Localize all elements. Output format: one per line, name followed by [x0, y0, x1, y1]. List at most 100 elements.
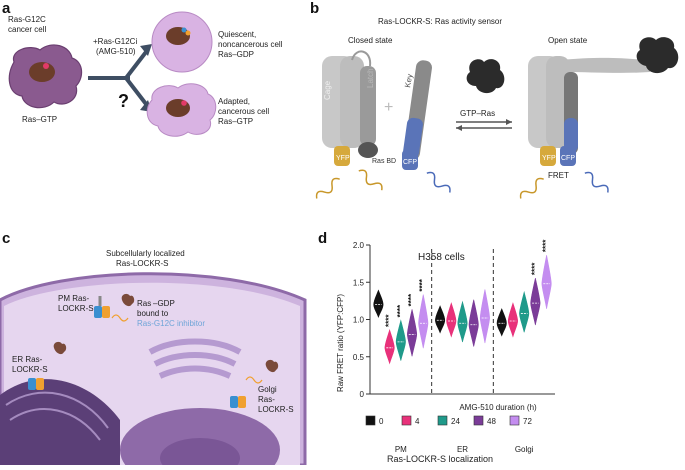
adapted-label-1: Adapted, — [218, 97, 250, 106]
plus-sign: + — [384, 99, 393, 116]
legend-swatch-48h — [473, 415, 484, 426]
significance-stars: **** — [418, 278, 427, 291]
pm-label-1: PM Ras- — [58, 294, 89, 303]
key-helix-cfp-end — [403, 117, 423, 159]
er-sensor-cfp — [28, 378, 36, 390]
y-axis-label: Raw FRET ratio (YFP:CFP) — [336, 294, 345, 392]
golgi-sensor-yfp — [238, 396, 246, 408]
golgi-stack-1 — [148, 338, 242, 355]
violin-er-72h — [479, 289, 490, 344]
legend-swatch-4h — [401, 415, 412, 426]
panel-d-letter: d — [318, 230, 327, 247]
panel-c-letter: c — [2, 230, 10, 247]
golgi-stack-3 — [158, 365, 232, 379]
violin-er-4h — [446, 302, 457, 338]
closed-state-label: Closed state — [348, 36, 393, 45]
panel-b: b Ras-LOCKR-S: Ras activity sensor Close… — [310, 0, 679, 199]
open-key-cfp-end — [564, 118, 578, 152]
chart-legend: 0 4 24 48 72 — [365, 415, 532, 426]
treatment-label-1: +Ras-G12Ci — [93, 37, 137, 46]
cancer-cell-label-2: cancer cell — [8, 25, 46, 34]
violin-er-48h — [468, 299, 479, 347]
yfp-excitation-wave-icon — [315, 177, 340, 199]
significance-stars: **** — [385, 314, 394, 327]
arrow-head-up-icon — [140, 44, 152, 56]
panel-d: d Raw FRET ratio (YFP:CFP) H358 cells 00… — [318, 230, 555, 464]
violin-golgi-24h — [519, 290, 530, 333]
significance-stars: **** — [407, 293, 416, 306]
violin-golgi-0h — [496, 308, 507, 337]
pm-emission-wave-icon — [111, 314, 129, 322]
ras-gdp-icon — [121, 293, 135, 307]
legend-swatch-24h — [437, 415, 448, 426]
golgi-ras-icon — [265, 359, 279, 373]
yfp-barrel-open — [540, 146, 556, 166]
question-mark: ? — [118, 91, 129, 111]
legend-label: 72 — [523, 417, 532, 426]
cfp-barrel-key — [402, 150, 418, 170]
legend-label: 48 — [487, 417, 496, 426]
cfp-label-key: CFP — [403, 159, 417, 166]
ras-protein-icon — [466, 59, 505, 94]
legend-swatch-0h — [365, 415, 376, 426]
yfp-label-open: YFP — [542, 155, 556, 162]
violin-golgi-4h — [507, 302, 518, 338]
cancer-cell-nucleus — [29, 62, 55, 82]
key-label: Key — [403, 73, 414, 88]
yfp-barrel-closed — [334, 146, 350, 166]
ras-bd-label: Ras BD — [372, 158, 396, 165]
quiescent-label-1: Quiescent, — [218, 30, 256, 39]
cancer-cell-label-1: Ras-G12C — [8, 15, 46, 24]
bound-to-label: bound to — [137, 309, 169, 318]
er-fold-1 — [5, 391, 109, 429]
significance-stars: **** — [396, 304, 405, 317]
yfp-label-closed: YFP — [336, 155, 350, 162]
ras-gdp-dot-orange — [185, 30, 191, 36]
localized-title-1: Subcellularly localized — [106, 249, 185, 258]
cage-helix-2 — [340, 56, 364, 148]
localized-title-2: Ras-LOCKR-S — [116, 259, 168, 268]
x-category-label: PM — [395, 445, 407, 454]
er-fold-2 — [9, 408, 101, 441]
panel-b-letter: b — [310, 0, 319, 17]
nucleolus — [160, 438, 240, 470]
arrow-to-quiescent — [124, 50, 148, 80]
legend-label: 4 — [415, 417, 420, 426]
open-latch-extended — [560, 57, 650, 73]
legend-label: 24 — [451, 417, 460, 426]
er-label-1: ER Ras- — [12, 355, 43, 364]
golgi-stack-2 — [153, 352, 237, 367]
violin-golgi-48h — [530, 278, 541, 326]
panel-c: c Subcellularly localized Ras-LOCKR-S PM… — [0, 230, 307, 470]
x-category-label: Golgi — [515, 445, 534, 454]
y-tick-label: 0.5 — [353, 353, 365, 362]
latch-linker — [351, 50, 372, 67]
ras-gdp-label-1: Ras — [137, 299, 151, 308]
er-sensor-yfp — [36, 378, 44, 390]
yfp-emission-wave-icon — [358, 169, 383, 191]
ras-gtp-dot — [43, 63, 49, 69]
legend-title: AMG-510 duration (h) — [459, 403, 537, 412]
forward-arrow-head-icon — [506, 119, 512, 125]
er-ras-icon — [53, 341, 67, 355]
pm-label-2: LOCKR-S — [58, 304, 94, 313]
violin-pm-72h — [418, 294, 429, 349]
inhibitor-label: Ras-G12C inhibitor — [137, 319, 205, 328]
golgi-emission-wave-icon — [245, 376, 263, 384]
cfp-label-open: CFP — [561, 155, 575, 162]
quiescent-label-2: noncancerous cell — [218, 40, 283, 49]
significance-stars: **** — [542, 239, 551, 252]
significance-stars: **** — [530, 262, 539, 275]
latch-label: Latch — [366, 68, 375, 88]
golgi-label-3: LOCKR-S — [258, 405, 294, 414]
violin-golgi-72h — [541, 255, 552, 309]
violin-er-24h — [457, 300, 468, 343]
violin-pm-48h — [407, 309, 418, 357]
adapted-label-2: cancerous cell — [218, 107, 269, 116]
reverse-arrow-head-icon — [456, 125, 462, 131]
sensor-title: Ras-LOCKR-S: Ras activity sensor — [378, 17, 502, 26]
ras-gdp-dot-blue — [181, 27, 187, 33]
ras-gdp-label-2: –GDP — [153, 299, 175, 308]
quiescent-label-3: Ras–GDP — [218, 50, 254, 59]
legend-label: 0 — [379, 417, 384, 426]
